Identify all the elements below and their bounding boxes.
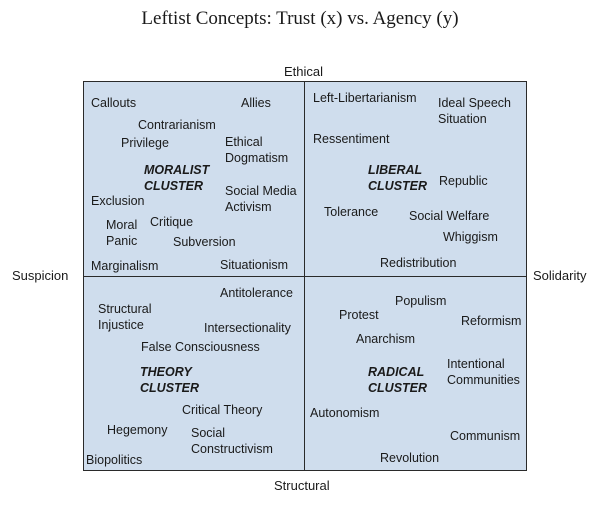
concept-label: Left-Libertarianism bbox=[313, 91, 417, 105]
concept-label: Communism bbox=[450, 429, 521, 443]
concept-label: Allies bbox=[241, 96, 271, 110]
concept-label: Critique bbox=[150, 215, 194, 229]
concept-label: Exclusion bbox=[91, 194, 145, 208]
quadrant-top-left bbox=[83, 81, 304, 276]
quadrant-bottom-left bbox=[83, 276, 304, 471]
concept-label: Intersectionality bbox=[204, 321, 291, 335]
concept-label: Moral Panic bbox=[106, 218, 138, 248]
concept-label: Autonomism bbox=[310, 406, 380, 420]
concept-label: Critical Theory bbox=[182, 403, 263, 417]
cluster-label-theory: THEORY CLUSTER bbox=[140, 365, 200, 395]
cluster-label-radical: RADICAL CLUSTER bbox=[368, 365, 428, 395]
concept-label: Ideal Speech Situation bbox=[438, 96, 511, 126]
axis-label-left: Suspicion bbox=[12, 268, 69, 283]
concept-label: Callouts bbox=[91, 96, 137, 110]
concept-label: Protest bbox=[339, 308, 379, 322]
concept-label: Ressentiment bbox=[313, 132, 390, 146]
concept-label: Ethical Dogmatism bbox=[225, 135, 289, 165]
concept-label: Hegemony bbox=[107, 423, 168, 437]
concept-label: Intentional Communities bbox=[447, 357, 520, 387]
concept-label: Marginalism bbox=[91, 259, 159, 273]
concept-label: Situationism bbox=[220, 258, 289, 272]
concept-label: Social Welfare bbox=[409, 209, 490, 223]
axis-label-top: Ethical bbox=[284, 64, 324, 79]
vertical-axis-line bbox=[304, 81, 305, 471]
cluster-label-moralist: MORALIST CLUSTER bbox=[144, 163, 210, 193]
concept-label: Structural Injustice bbox=[98, 302, 152, 332]
concept-label: Subversion bbox=[173, 235, 236, 249]
concept-label: Whiggism bbox=[443, 230, 498, 244]
concept-label: Social Media Activism bbox=[225, 184, 297, 214]
quadrant-bottom-right bbox=[304, 276, 527, 471]
diagram-title: Leftist Concepts: Trust (x) vs. Agency (… bbox=[141, 8, 459, 29]
concept-label: False Consciousness bbox=[141, 340, 260, 354]
concept-label: Revolution bbox=[380, 451, 440, 465]
quadrant-top-right bbox=[304, 81, 527, 276]
concept-label: Republic bbox=[439, 174, 488, 188]
concept-label: Redistribution bbox=[380, 256, 457, 270]
concept-label: Anarchism bbox=[356, 332, 416, 346]
concept-label: Antitolerance bbox=[220, 286, 293, 300]
cluster-label-liberal: LIBERAL CLUSTER bbox=[368, 163, 428, 193]
concept-label: Populism bbox=[395, 294, 447, 308]
axis-label-bottom: Structural bbox=[274, 478, 330, 493]
concept-label: Tolerance bbox=[324, 205, 379, 219]
horizontal-axis-line bbox=[83, 276, 527, 277]
concept-label: Biopolitics bbox=[86, 453, 143, 467]
concept-label: Privilege bbox=[121, 136, 169, 150]
concept-label: Reformism bbox=[461, 314, 522, 328]
concept-label: Contrarianism bbox=[138, 118, 216, 132]
concept-label: Social Constructivism bbox=[191, 426, 273, 456]
axis-label-right: Solidarity bbox=[533, 268, 587, 283]
